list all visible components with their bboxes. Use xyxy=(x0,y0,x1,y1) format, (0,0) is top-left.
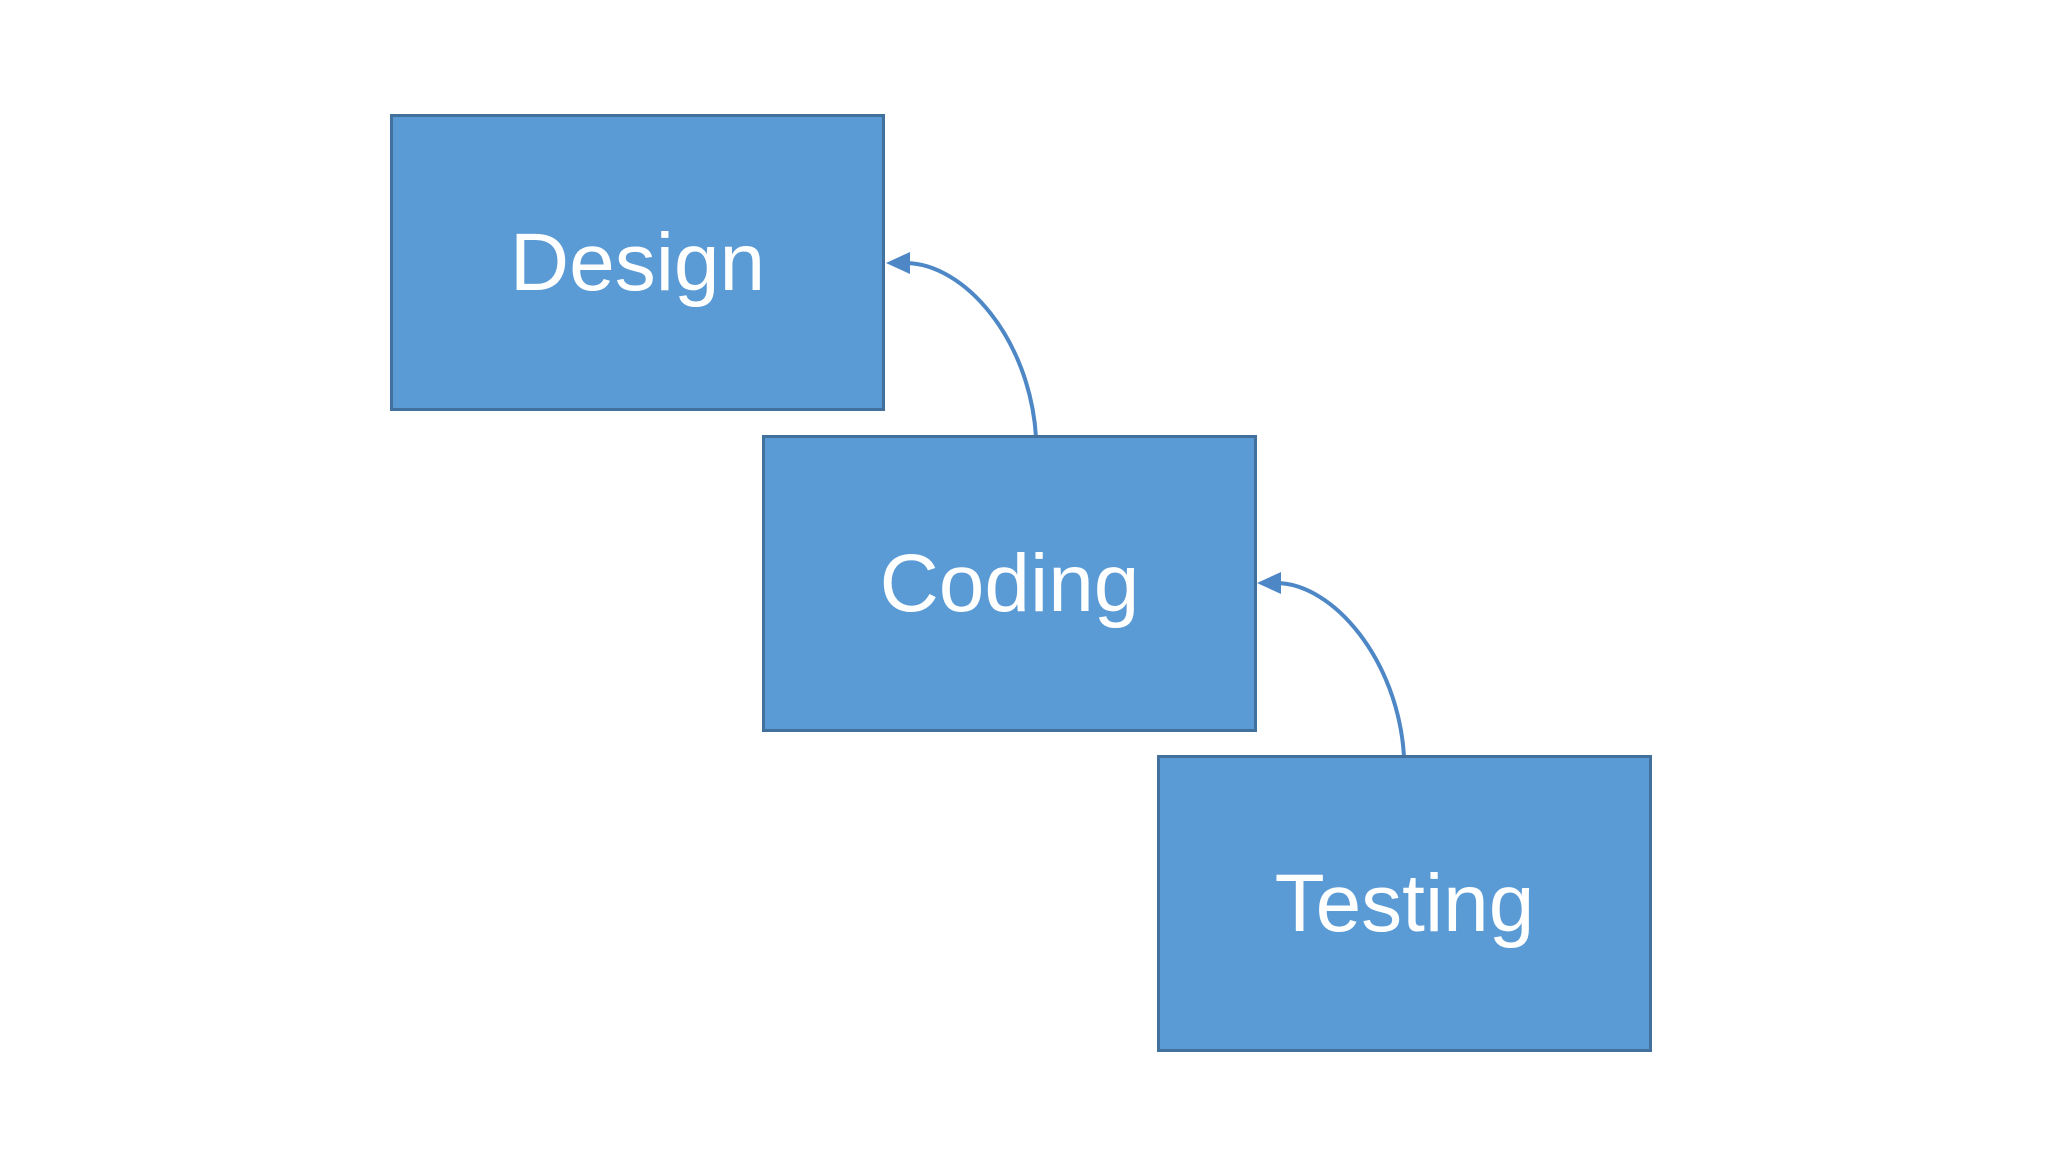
left-arrowhead-icon xyxy=(1257,572,1281,594)
node-testing: Testing xyxy=(1157,755,1652,1052)
node-design: Design xyxy=(390,114,885,411)
left-arrowhead-icon xyxy=(886,252,910,274)
arrow-coding-to-design xyxy=(886,252,1038,438)
connector-curve xyxy=(1275,581,1406,757)
node-design-label: Design xyxy=(509,216,766,308)
connector-curve xyxy=(904,261,1038,438)
arrow-testing-to-coding xyxy=(1257,572,1406,757)
node-coding: Coding xyxy=(762,435,1257,732)
node-coding-label: Coding xyxy=(879,537,1140,629)
node-testing-label: Testing xyxy=(1274,857,1535,949)
